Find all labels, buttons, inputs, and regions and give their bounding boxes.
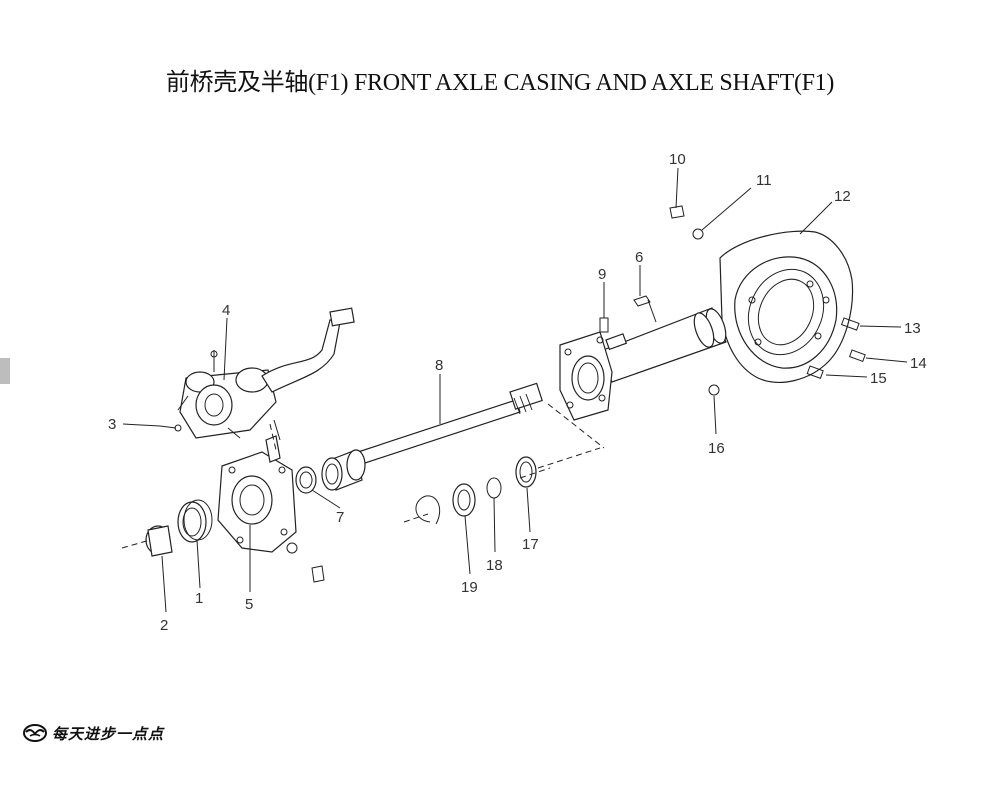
- page-edge-marker: [0, 358, 10, 384]
- page-title: 前桥壳及半轴(F1) FRONT AXLE CASING AND AXLE SH…: [165, 70, 835, 96]
- callout-6: 6: [635, 249, 643, 266]
- brand-slogan: 每天进步一点点: [52, 724, 165, 743]
- callout-12: 12: [834, 188, 851, 205]
- callout-13: 13: [904, 320, 921, 337]
- axle-casing-part: [559, 230, 854, 421]
- leader-lines: [122, 167, 908, 613]
- oil-seal-part-7: [295, 466, 317, 494]
- callout-2: 2: [160, 617, 168, 634]
- callout-5: 5: [245, 596, 253, 613]
- callout-9: 9: [598, 266, 606, 283]
- callout-17: 17: [522, 536, 539, 553]
- callout-labels: 1 2 3 4 5 6 7 8 9 10 11 12 13 14 15 16 1…: [108, 151, 927, 634]
- callout-7: 7: [336, 509, 344, 526]
- wheel-bearing-part-1: [177, 499, 213, 543]
- bearing-part-19: [452, 483, 476, 517]
- callout-4: 4: [222, 302, 230, 319]
- callout-1: 1: [195, 590, 203, 607]
- assembly-axis-lines: [121, 403, 605, 549]
- callout-11: 11: [756, 172, 772, 189]
- knuckle-housing-part: [217, 419, 297, 553]
- callout-18: 18: [486, 557, 503, 574]
- callout-16: 16: [708, 440, 725, 457]
- dongfeng-swallow-logo-icon: [23, 724, 47, 742]
- callout-15: 15: [870, 370, 887, 387]
- axle-shaft-part: [321, 382, 543, 491]
- callout-3: 3: [108, 416, 116, 433]
- callout-19: 19: [461, 579, 478, 596]
- callout-14: 14: [910, 355, 927, 372]
- retainer-ring-part-18: [486, 477, 502, 499]
- callout-10: 10: [669, 151, 686, 168]
- brand-footer: 每天进步一点点: [22, 721, 164, 745]
- snap-ring-part: [415, 495, 441, 525]
- bolts-and-nuts: [159, 205, 866, 583]
- bearing-part-17: [515, 456, 537, 488]
- dust-seal-part-2: [145, 525, 173, 557]
- callout-8: 8: [435, 357, 443, 374]
- steering-knuckle-part: [177, 307, 355, 439]
